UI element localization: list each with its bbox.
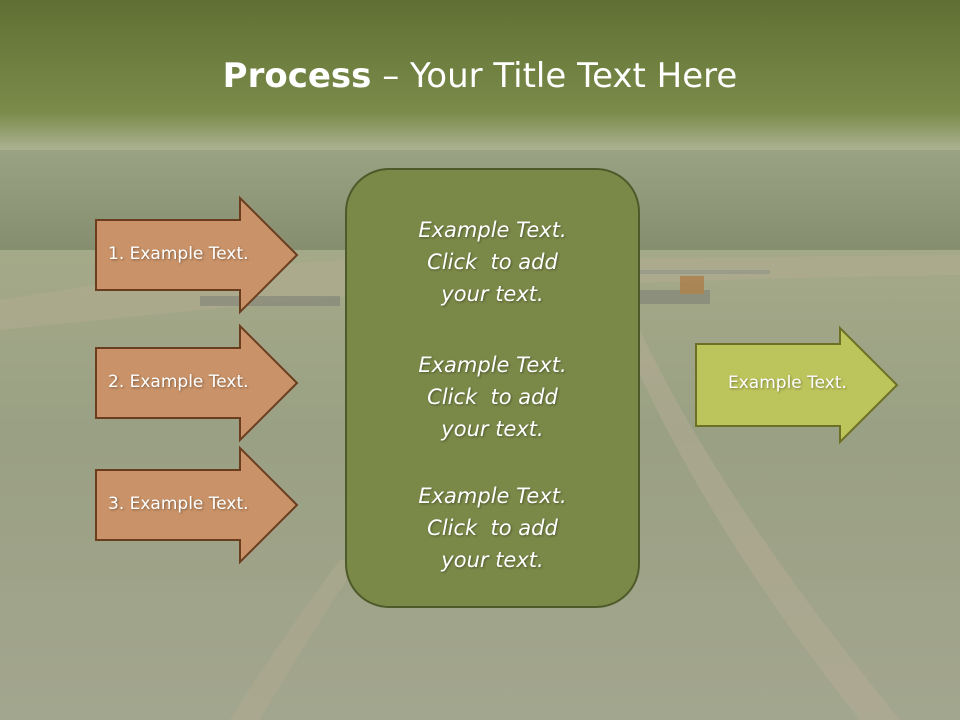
- block-line: your text.: [441, 548, 544, 572]
- left-arrow-2: 2. Example Text.: [95, 323, 299, 443]
- center-text-block-1: Example Text. Click to add your text.: [347, 214, 638, 310]
- center-text-block-3: Example Text. Click to add your text.: [347, 480, 638, 576]
- center-text-block-2: Example Text. Click to add your text.: [347, 349, 638, 445]
- block-line: your text.: [441, 417, 544, 441]
- title-bar: [0, 0, 960, 150]
- left-arrow-1: 1. Example Text.: [95, 195, 299, 315]
- block-line: Click to add: [427, 516, 558, 540]
- arrow-shape: [95, 445, 299, 565]
- tire-track: [620, 330, 900, 720]
- arrow-label: 3. Example Text.: [108, 494, 249, 514]
- slide-title: Process – Your Title Text Here: [0, 54, 960, 98]
- arrow-label: Example Text.: [728, 373, 847, 393]
- block-line: Click to add: [427, 250, 558, 274]
- block-line: Example Text.: [418, 353, 567, 377]
- left-arrow-3: 3. Example Text.: [95, 445, 299, 565]
- block-line: Example Text.: [418, 218, 567, 242]
- arrow-label: 1. Example Text.: [108, 244, 249, 264]
- arrow-shape: [95, 195, 299, 315]
- block-line: your text.: [441, 282, 544, 306]
- title-bold: Process: [222, 56, 372, 96]
- arrow-label: 2. Example Text.: [108, 372, 249, 392]
- drone-silhouette: [200, 270, 770, 306]
- arrow-shape: [95, 323, 299, 443]
- tire-track: [230, 560, 360, 720]
- right-arrow: Example Text.: [695, 325, 899, 445]
- block-line: Click to add: [427, 385, 558, 409]
- center-text-box[interactable]: Example Text. Click to add your text. Ex…: [345, 168, 640, 608]
- arrow-shape: [695, 325, 899, 445]
- title-separator: –: [371, 56, 411, 96]
- title-text: Your Title Text Here: [410, 56, 738, 96]
- block-line: Example Text.: [418, 484, 567, 508]
